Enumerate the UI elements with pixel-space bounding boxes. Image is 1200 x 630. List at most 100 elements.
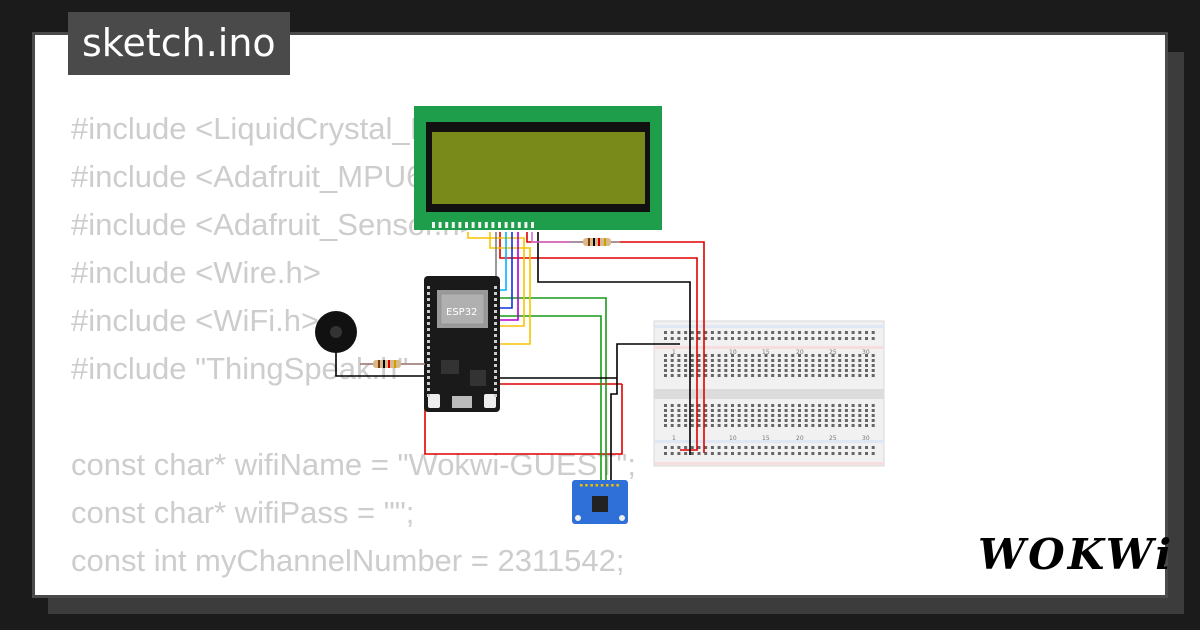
breadboard-hole [670,369,674,372]
breadboard-hole [804,374,808,377]
breadboard-hole [784,369,788,372]
breadboard-hole [690,374,694,377]
breadboard-hole [777,452,781,455]
wire-black[interactable] [537,232,691,455]
breadboard-hole [871,414,875,417]
breadboard-hole [697,331,701,334]
wire-blue[interactable] [497,232,513,309]
breadboard-hole [684,374,688,377]
breadboard-hole [784,331,788,334]
lcd-pin [451,222,455,228]
wire-black[interactable] [610,343,680,480]
esp32-pin [494,334,497,337]
breadboard-hole [851,446,855,449]
buzzer[interactable] [315,311,357,353]
resistor[interactable] [360,360,425,368]
breadboard-hole [811,337,815,340]
breadboard-hole [851,409,855,412]
breadboard-hole [710,409,714,412]
breadboard-hole [697,364,701,367]
esp32-pin [494,382,497,385]
esp32-pin [494,328,497,331]
resistor[interactable] [570,238,620,246]
breadboard-hole [791,364,795,367]
wire-red[interactable] [499,232,698,451]
lcd-pin [432,222,435,228]
breadboard-hole [731,452,734,455]
breadboard-hole [664,359,667,362]
breadboard-hole [704,452,708,455]
esp32-pin [427,352,430,355]
breadboard-hole [791,374,795,377]
breadboard-hole [684,337,688,340]
breadboard-hole [871,374,875,377]
breadboard-hole [791,409,795,412]
breadboard-hole [771,364,775,367]
breadboard-hole [771,414,775,417]
mpu6050-sensor[interactable] [572,480,628,524]
breadboard-hole [804,409,808,412]
breadboard-hole [858,446,862,449]
wire-purple[interactable] [497,232,519,321]
mpu-pin [616,484,619,487]
esp32-pin [427,328,430,331]
breadboard-hole [824,369,828,372]
breadboard-hole [764,424,768,427]
code-line: const char* wifiPass = ""; [71,495,415,530]
breadboard-hole [831,452,835,455]
esp32-pin-header [427,286,497,397]
breadboard-hole [771,419,775,422]
breadboard-hole [851,364,855,367]
breadboard[interactable]: 1 10 15 20 25 30 1 10 15 20 25 30 [653,320,885,467]
wire-black[interactable] [335,350,425,377]
breadboard-hole [677,364,681,367]
breadboard-hole [677,374,681,377]
breadboard-hole [710,446,714,449]
breadboard-hole [684,331,688,334]
wire-green[interactable] [497,315,602,480]
breadboard-hole [811,409,815,412]
wire-yellow[interactable] [467,232,525,327]
esp32-pin [494,388,497,391]
breadboard-hole [777,337,781,340]
breadboard-hole [858,452,862,455]
lcd-pin [517,222,521,228]
breadboard-hole [717,354,721,357]
breadboard-hole [798,446,801,449]
breadboard-hole [697,354,701,357]
breadboard-hole [677,424,681,427]
breadboard-hole [831,369,835,372]
lcd-display[interactable] [414,106,662,230]
breadboard-hole [824,331,828,334]
breadboard-hole [771,424,775,427]
breadboard-hole [858,369,862,372]
lcd-pin [484,222,488,228]
breadboard-hole [664,354,667,357]
breadboard-hole [798,374,801,377]
file-tab[interactable]: sketch.ino [68,12,290,75]
mpu-pin [600,484,604,487]
mpu-pin-header [580,484,619,487]
bb-col-num: 1 [672,435,676,442]
breadboard-hole [737,452,741,455]
breadboard-hole [865,331,868,334]
breadboard-hole [831,414,835,417]
breadboard-hole [731,359,734,362]
breadboard-hole [704,419,708,422]
breadboard-hole [677,409,681,412]
breadboard-hole [764,419,768,422]
esp32-pin [494,340,497,343]
breadboard-hole [664,419,667,422]
breadboard-hole [737,354,741,357]
breadboard-hole [670,364,674,367]
breadboard-hole [717,364,721,367]
esp32-board[interactable]: ESP32 [424,276,500,412]
breadboard-hole [791,359,795,362]
breadboard-hole [865,424,868,427]
wire-red[interactable] [424,384,623,455]
breadboard-hole [777,359,781,362]
wire-yellow[interactable] [489,232,531,345]
wire-green[interactable] [497,297,607,480]
breadboard-hole [724,452,728,455]
breadboard-hole [858,337,862,340]
